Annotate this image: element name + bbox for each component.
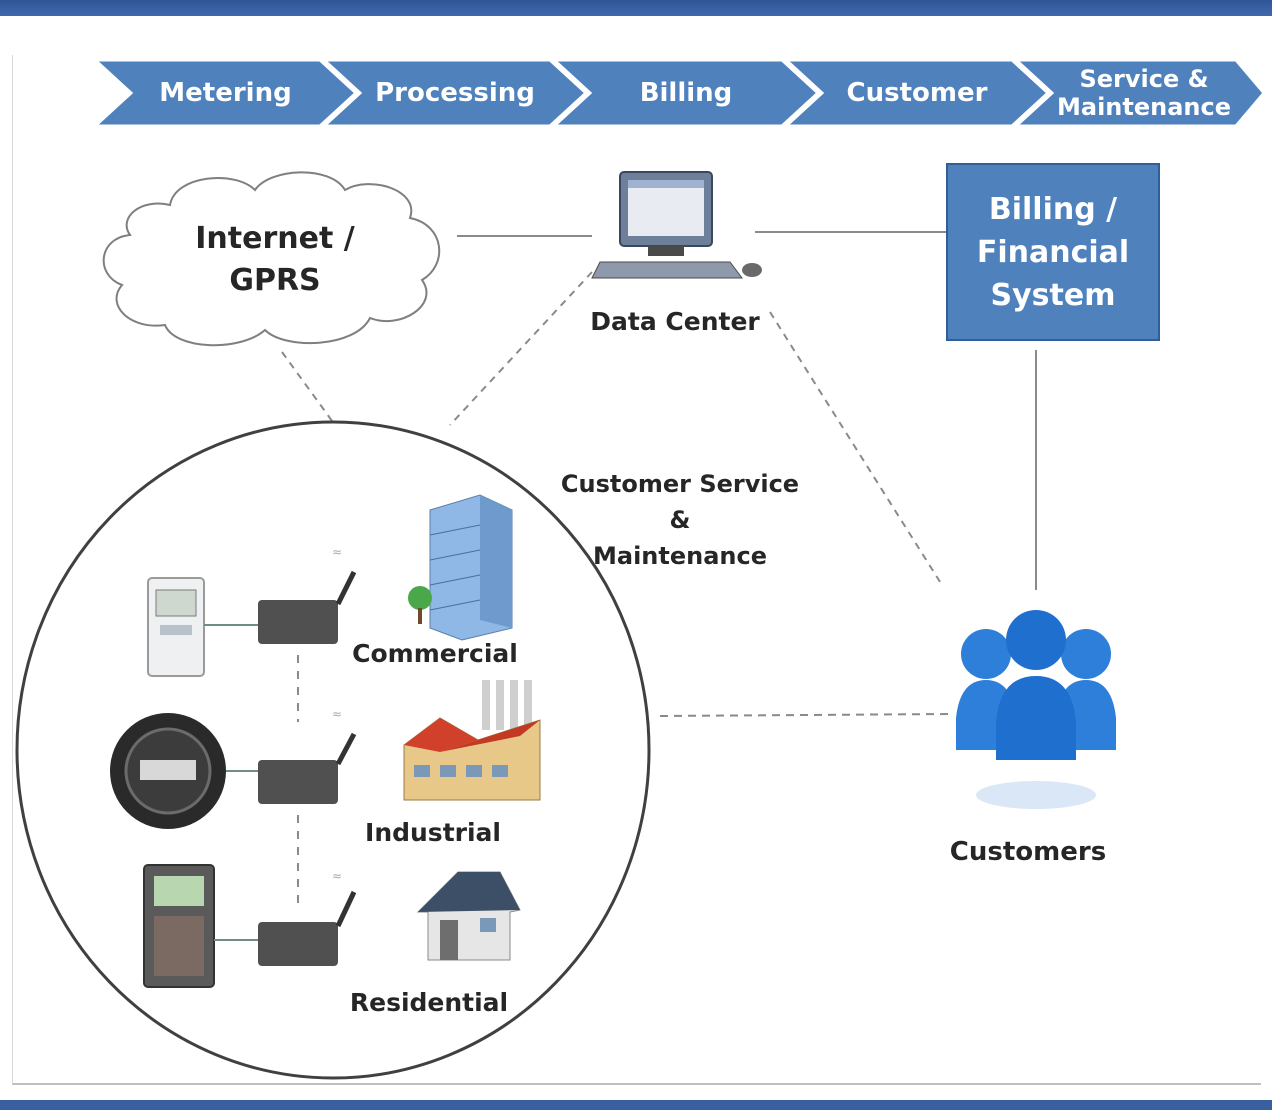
data-center-label: Data Center (590, 307, 760, 336)
gprs-modem-icon: ≈ (258, 707, 357, 804)
customer-service-label: Customer Service & Maintenance (560, 470, 800, 570)
cloud-icon (102, 171, 441, 347)
commercial-label: Commercial (352, 639, 518, 668)
meter-wires (204, 624, 260, 941)
electronic-meter-icon (147, 577, 205, 677)
dash-cloud-circle (281, 351, 336, 426)
chevron-service (1012, 58, 1266, 128)
step-customer: Customer (846, 78, 988, 108)
step-service-maintenance: Service & Maintenance (1056, 65, 1231, 121)
dash-datacenter-customers (769, 311, 943, 586)
residential-label: Residential (349, 988, 509, 1017)
gprs-modem-icon: ≈ (258, 545, 357, 644)
internet-label: Internet / GPRS (195, 221, 355, 298)
billing-system-box: Billing / Financial System (946, 163, 1160, 341)
people-group-icon (956, 610, 1116, 809)
industrial-label: Industrial (365, 818, 501, 847)
chevron-billing (550, 58, 821, 128)
process-chevrons (91, 58, 1266, 128)
billing-system-label: Billing / Financial System (976, 191, 1130, 313)
chevron-processing (320, 58, 589, 128)
connectors (281, 231, 1037, 905)
svg-text:≈: ≈ (332, 707, 342, 721)
diagram-frame (12, 55, 1261, 1085)
office-building-icon (408, 494, 513, 641)
chevron-customer (782, 58, 1051, 128)
step-metering: Metering (159, 78, 292, 108)
svg-text:≈: ≈ (332, 545, 342, 559)
dash-datacenter-circle (449, 271, 593, 426)
round-dial-meter-icon (110, 713, 226, 829)
customers-label: Customers (949, 837, 1107, 867)
gprs-modem-icon: ≈ (258, 869, 357, 966)
bottom-band (0, 1100, 1272, 1110)
step-billing: Billing (639, 78, 733, 108)
dash-circle-customers (659, 713, 951, 717)
premises-circle (15, 420, 651, 1080)
desktop-computer-icon (591, 171, 762, 279)
prepaid-meter-icon (143, 864, 215, 988)
house-icon (416, 871, 521, 961)
factory-icon (403, 680, 541, 801)
svg-text:≈: ≈ (332, 869, 342, 883)
chevron-metering (91, 58, 359, 128)
top-band (0, 0, 1272, 16)
step-processing: Processing (375, 78, 535, 108)
